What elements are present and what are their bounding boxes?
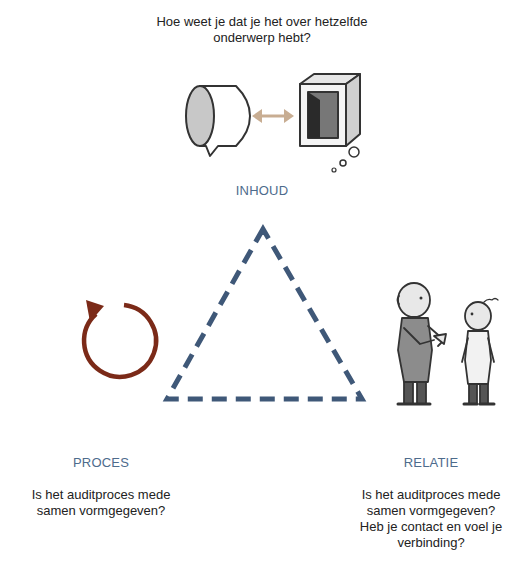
question-text: Heb je contact en voel je verbinding?	[343, 519, 519, 551]
question-text: Is het auditproces mede samen vormgegeve…	[343, 487, 519, 519]
double-arrow	[252, 109, 294, 123]
two-people-figure	[398, 283, 499, 404]
box-device-icon	[300, 74, 360, 172]
question-text: Is het auditproces mede samen vormgegeve…	[16, 487, 186, 519]
speech-bubble-icon	[186, 86, 250, 156]
corner-label: RELATIE	[371, 455, 491, 471]
corner-label: INHOUD	[202, 183, 322, 199]
corner-label: PROCES	[41, 455, 161, 471]
dashed-triangle	[167, 229, 362, 399]
cycle-arrow	[84, 300, 156, 377]
heading-question: Hoe weet je dat je het over hetzelfde on…	[147, 14, 377, 46]
